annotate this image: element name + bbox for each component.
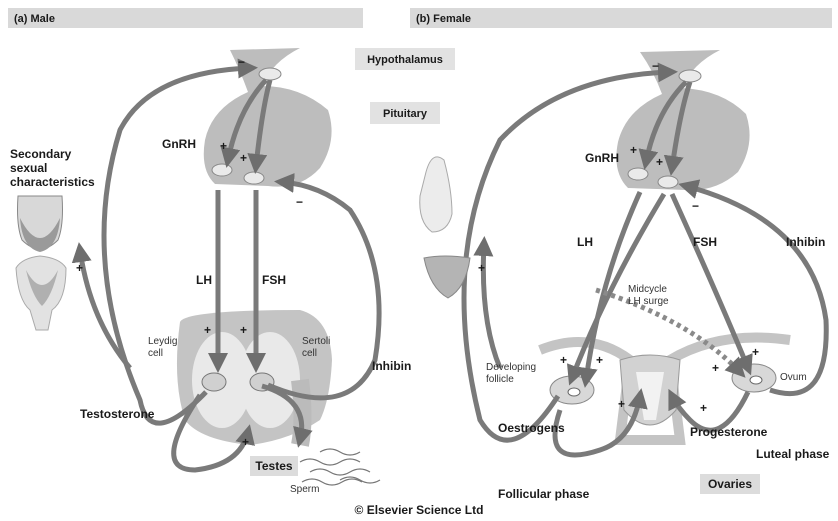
male-title: (a) Male — [14, 13, 55, 25]
female-fsh-label: FSH — [693, 235, 717, 249]
pituitary-label: Pituitary — [383, 108, 428, 120]
secondary-label-3: characteristics — [10, 175, 95, 189]
inhibin-label-male: Inhibin — [372, 359, 411, 373]
secondary-label-2: sexual — [10, 161, 47, 175]
beard-face-icon — [18, 196, 63, 252]
developing-label-1: Developing — [486, 362, 536, 373]
female-plus-4: + — [560, 353, 567, 367]
female-plus-7: + — [752, 345, 759, 359]
sertoli-label-2: cell — [302, 348, 317, 359]
sperm-label: Sperm — [290, 484, 319, 495]
testes-label: Testes — [255, 459, 292, 473]
leydig-label-2: cell — [148, 348, 163, 359]
male-header-bar — [8, 8, 363, 28]
male-gnrh-label: GnRH — [162, 137, 196, 151]
leydig-label-1: Leydig — [148, 336, 177, 347]
copyright-label: © Elsevier Science Ltd — [355, 503, 484, 517]
male-plus-5: + — [76, 261, 83, 275]
breast-icon — [420, 157, 452, 232]
male-plus-2: + — [240, 151, 247, 165]
female-plus-9: + — [700, 401, 707, 415]
female-plus-6: + — [712, 361, 719, 375]
male-minus-hypo: − — [238, 55, 245, 69]
female-lh-label: LH — [577, 235, 593, 249]
female-plus-1: + — [630, 143, 637, 157]
female-plus-8: + — [618, 397, 625, 411]
female-hypothalamus-pituitary — [616, 50, 749, 190]
testosterone-label: Testosterone — [80, 407, 155, 421]
female-plus-2: + — [656, 155, 663, 169]
female-plus-5: + — [596, 353, 603, 367]
female-header-bar — [410, 8, 832, 28]
sperm-icon — [300, 449, 380, 485]
oestrogens-label: Oestrogens — [498, 421, 565, 435]
female-minus-pit: − — [692, 199, 699, 213]
female-gnrh-label: GnRH — [585, 151, 619, 165]
male-plus-3: + — [204, 323, 211, 337]
progesterone-label: Progesterone — [690, 425, 768, 439]
follicular-label: Follicular phase — [498, 487, 590, 501]
male-minus-pit: − — [296, 195, 303, 209]
male-lh-label: LH — [196, 273, 212, 287]
male-plus-4: + — [240, 323, 247, 337]
female-plus-3: + — [478, 261, 485, 275]
female-minus-hypo: − — [652, 59, 659, 73]
ovaries-label: Ovaries — [708, 477, 752, 491]
hypothalamus-label: Hypothalamus — [367, 54, 443, 66]
female-inhibin-label: Inhibin — [786, 235, 825, 249]
torso-hair-icon — [16, 256, 66, 330]
sertoli-label-1: Sertoli — [302, 336, 330, 347]
male-plus-1: + — [220, 139, 227, 153]
secondary-label-1: Secondary — [10, 147, 72, 161]
midcycle-label-1: Midcycle — [628, 284, 667, 295]
ovum-label: Ovum — [780, 372, 807, 383]
developing-label-2: follicle — [486, 374, 514, 385]
female-title: (b) Female — [416, 13, 471, 25]
male-fsh-label: FSH — [262, 273, 286, 287]
luteal-label: Luteal phase — [756, 447, 830, 461]
male-plus-6: + — [242, 435, 249, 449]
midcycle-label-2: LH surge — [628, 296, 669, 307]
